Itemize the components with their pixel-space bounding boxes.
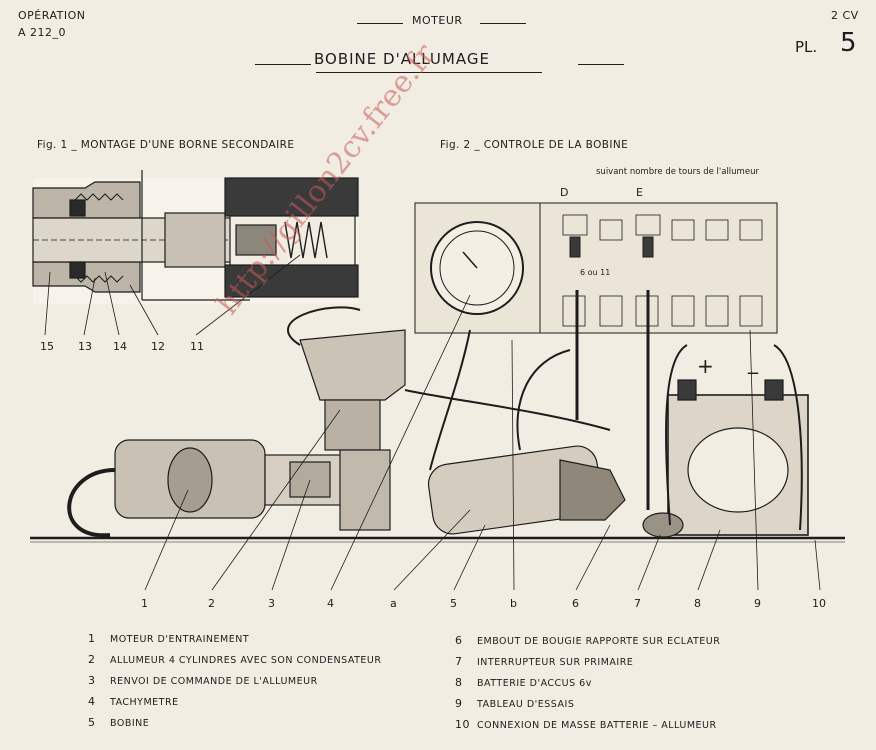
legend-num: 3 (88, 674, 96, 687)
fig1-label-14: 14 (113, 340, 127, 353)
legend-item: 4 TACHYMETRE (88, 695, 382, 716)
legend-text: ALLUMEUR 4 CYLINDRES AVEC SON CONDENSATE… (110, 655, 382, 666)
bottom-label-5: 5 (450, 597, 457, 610)
gap-label: 6 ou 11 (580, 268, 611, 277)
legend-num: 10 (455, 718, 470, 731)
legend-item: 7 INTERRUPTEUR SUR PRIMAIRE (455, 655, 720, 676)
legend-num: 9 (455, 697, 463, 710)
fig1-caption: Fig. 1 _ MONTAGE D'UNE BORNE SECONDAIRE (37, 139, 295, 151)
legend-num: 2 (88, 653, 96, 666)
fig1-label-11: 11 (190, 340, 204, 353)
bottom-label-b: b (510, 597, 517, 610)
legend-num: 7 (455, 655, 463, 668)
legend-num: 6 (455, 634, 463, 647)
fig2-note: suivant nombre de tours de l'allumeur (596, 167, 759, 177)
legend-num: 5 (88, 716, 96, 729)
label-d: D (560, 186, 569, 199)
operation-label: OPÉRATION (18, 9, 86, 22)
legend-item: 6 EMBOUT DE BOUGIE RAPPORTE SUR ECLATEUR (455, 634, 720, 655)
legend-item: 8 BATTERIE D'ACCUS 6v (455, 676, 720, 697)
legend-item: 2 ALLUMEUR 4 CYLINDRES AVEC SON CONDENSAT… (88, 653, 382, 674)
fig2-caption: Fig. 2 _ CONTROLE DE LA BOBINE (440, 139, 629, 151)
legend-text: BOBINE (110, 718, 150, 729)
operation-code: A 212_0 (18, 26, 67, 39)
bottom-label-1: 1 (141, 597, 148, 610)
bottom-label-4: 4 (327, 597, 334, 610)
bottom-label-a: a (390, 597, 397, 610)
bottom-label-7: 7 (634, 597, 641, 610)
legend-text: RENVOI DE COMMANDE DE L'ALLUMEUR (110, 676, 318, 687)
legend-text: EMBOUT DE BOUGIE RAPPORTE SUR ECLATEUR (477, 636, 721, 647)
legend-item: 3 RENVOI DE COMMANDE DE L'ALLUMEUR (88, 674, 382, 695)
legend-left: 1 MOTEUR D'ENTRAINEMENT 2 ALLUMEUR 4 CYLIN… (88, 632, 382, 737)
fig1-cross-section (32, 170, 359, 304)
legend-item: 10 CONNEXION DE MASSE BATTERIE – ALLUMEUR (455, 718, 720, 739)
battery-plus: + (697, 354, 714, 378)
bottom-label-3: 3 (268, 597, 275, 610)
plate-label: PL. (795, 38, 818, 56)
fig1-label-13: 13 (78, 340, 92, 353)
battery-minus: _ (748, 350, 758, 374)
section-title: MOTEUR (412, 14, 463, 27)
bottom-label-10: 10 (812, 597, 826, 610)
legend-item: 5 BOBINE (88, 716, 382, 737)
legend-text: CONNEXION DE MASSE BATTERIE – ALLUMEUR (477, 720, 717, 731)
legend-text: INTERRUPTEUR SUR PRIMAIRE (477, 657, 634, 668)
plate-number: 5 (840, 28, 857, 58)
legend-text: TABLEAU D'ESSAIS (477, 699, 575, 710)
page-title: BOBINE D'ALLUMAGE (314, 50, 490, 68)
bottom-label-2: 2 (208, 597, 215, 610)
legend-text: TACHYMETRE (110, 697, 179, 708)
model-label: 2 CV (831, 9, 859, 22)
bottom-label-8: 8 (694, 597, 701, 610)
legend-num: 4 (88, 695, 96, 708)
legend-num: 1 (88, 632, 96, 645)
fig1-label-15: 15 (40, 340, 54, 353)
bottom-label-9: 9 (754, 597, 761, 610)
bottom-label-6: 6 (572, 597, 579, 610)
fig1-label-12: 12 (151, 340, 165, 353)
legend-text: BATTERIE D'ACCUS 6v (477, 678, 592, 689)
legend-item: 1 MOTEUR D'ENTRAINEMENT (88, 632, 382, 653)
test-board (414, 202, 778, 334)
legend-num: 8 (455, 676, 463, 689)
label-e: E (636, 186, 643, 199)
legend-item: 9 TABLEAU D'ESSAIS (455, 697, 720, 718)
legend-text: MOTEUR D'ENTRAINEMENT (110, 634, 250, 645)
